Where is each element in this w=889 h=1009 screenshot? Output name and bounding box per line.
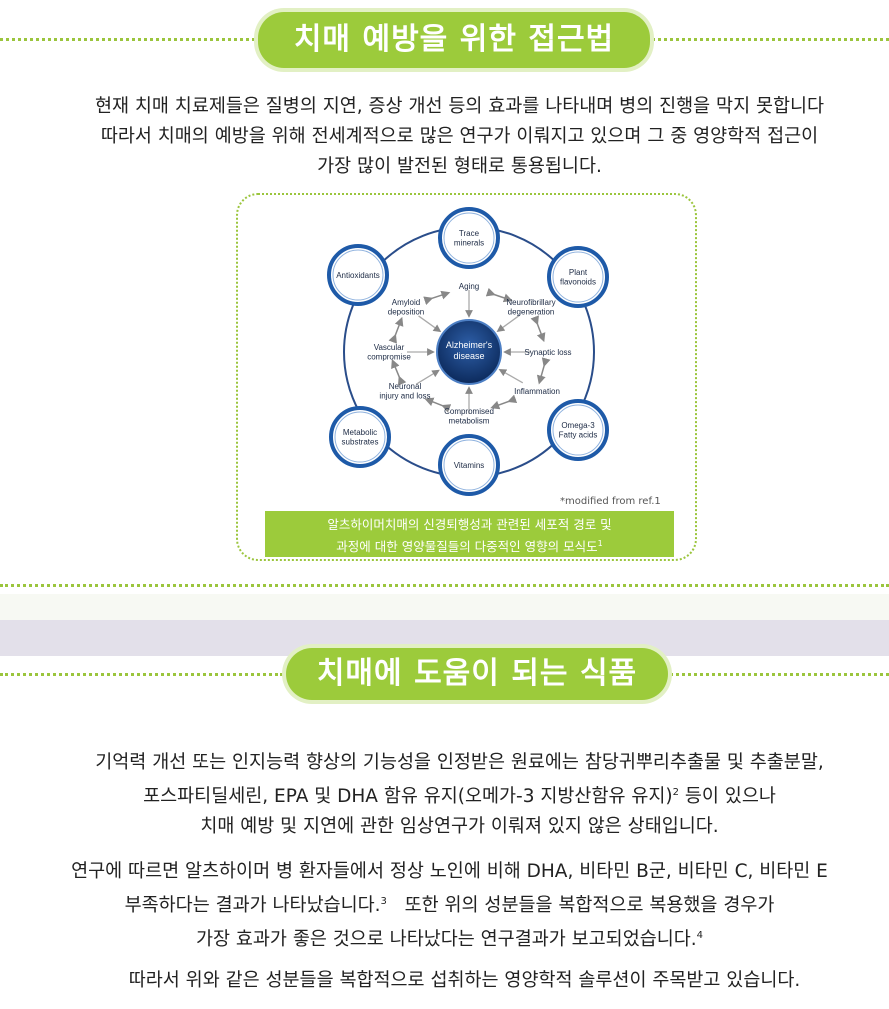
pathway-label: injury and loss xyxy=(379,392,430,401)
nutrient-node-label: minerals xyxy=(454,239,484,248)
text-line: 치매 예방 및 지연에 관한 임상연구가 이뤄져 있지 않은 상태입니다. xyxy=(200,816,719,838)
center-arrow xyxy=(498,368,524,384)
nutrient-node-label: Fatty acids xyxy=(559,431,598,440)
section2-paragraph-3: 따라서 위와 같은 성분들을 복합적으로 섭취하는 영양학적 솔루션이 주목받고… xyxy=(20,966,889,996)
text-line: 포스파티딜세린, EPA 및 DHA 함유 유지(오메가-3 지방산함유 유지)… xyxy=(143,786,776,808)
cycle-arrow xyxy=(423,290,451,306)
text-line: 기억력 개선 또는 인지능력 향상의 기능성을 인정받은 원료에는 참당귀뿌리추… xyxy=(95,752,824,773)
section1-paragraph: 현재 치매 치료제들은 질병의 지연, 증상 개선 등의 효과를 나타내며 병의… xyxy=(15,92,889,182)
figure-caption: 알츠하이머치매의 신경퇴행성과 관련된 세포적 경로 및 과정에 대한 영양물질… xyxy=(265,511,674,557)
pathway-label: degeneration xyxy=(508,308,555,317)
nutrient-node-label: Omega-3 xyxy=(561,421,595,430)
pathway-label: Neurofibrillary xyxy=(506,298,555,307)
center-label-line: disease xyxy=(453,351,484,361)
cycle-arrow xyxy=(490,394,518,410)
text-line: 따라서 위와 같은 성분들을 복합적으로 섭취하는 영양학적 솔루션이 주목받고… xyxy=(128,970,801,991)
nutrient-node-label: Trace xyxy=(459,229,480,238)
center-node: Alzheimer's disease xyxy=(436,319,502,385)
section-foods xyxy=(0,656,889,1009)
center-label-line: Alzheimer's xyxy=(446,340,493,350)
section1-title: 치매 예방을 위한 접근법 xyxy=(258,12,650,68)
cycle-arrow xyxy=(424,397,452,413)
pathway-label: metabolism xyxy=(449,417,490,426)
section2-paragraph-1: 기억력 개선 또는 인지능력 향상의 기능성을 인정받은 원료에는 참당귀뿌리추… xyxy=(15,748,889,842)
ref-mark: 3 xyxy=(380,896,387,907)
cycle-arrow xyxy=(485,287,513,303)
caption-ref: 1 xyxy=(597,539,603,548)
pathway-label: Aging xyxy=(459,282,479,291)
section2-paragraph-2: 연구에 따르면 알츠하이머 병 환자들에서 정상 노인에 비해 DHA, 비타민… xyxy=(5,857,889,955)
heading-dotline-right xyxy=(670,673,889,676)
cycle-arrow xyxy=(536,357,551,385)
source-note: *modified from ref.1 xyxy=(560,496,661,507)
center-arrow xyxy=(496,315,520,332)
section-divider-dotline xyxy=(0,584,889,587)
nutrient-node-label: Metabolic xyxy=(343,428,377,437)
pathway-label: Compromised xyxy=(444,407,494,416)
ref-mark: 4 xyxy=(696,930,704,942)
heading-dotline-left xyxy=(0,38,255,41)
caption-line: 알츠하이머치매의 신경퇴행성과 관련된 세포적 경로 및 xyxy=(327,517,612,532)
cycle-arrow xyxy=(388,316,404,344)
nutrient-node-label: Plant xyxy=(569,268,588,277)
cycle-arrow xyxy=(391,359,407,386)
pathway-label: Vascular xyxy=(374,343,405,352)
pathway-label: Inflammation xyxy=(514,387,560,396)
pathway-label: Amyloid xyxy=(392,298,420,307)
pathway-label: deposition xyxy=(388,308,424,317)
text-line: 따라서 치매의 예방을 위해 전세계적으로 많은 연구가 이뤄지고 있으며 그 … xyxy=(100,126,819,147)
ref-mark: 2 xyxy=(672,787,679,798)
text-line: 부족하다는 결과가 나타났습니다.3 또한 위의 성분들을 복합적으로 복용했을… xyxy=(124,895,775,917)
text-line: 현재 치매 치료제들은 질병의 지연, 증상 개선 등의 효과를 나타내며 병의… xyxy=(94,96,825,117)
caption-line: 과정에 대한 영양물질들의 다중적인 영향의 모식도1 xyxy=(336,539,603,555)
heading-dotline-left xyxy=(0,673,283,676)
text-line: 연구에 따르면 알츠하이머 병 환자들에서 정상 노인에 비해 DHA, 비타민… xyxy=(71,861,828,882)
cycle-arrow xyxy=(530,315,546,343)
text-line: 가장 많이 발전된 형태로 통용됩니다. xyxy=(317,156,602,177)
pathway-label: Synaptic loss xyxy=(524,348,571,357)
pathway-arrows xyxy=(388,287,551,414)
nutrient-node-label: flavonoids xyxy=(560,278,596,287)
nutrient-node-label: Antioxidants xyxy=(336,271,380,280)
nutrient-node-label: substrates xyxy=(342,438,379,447)
center-arrow xyxy=(415,369,440,385)
pathway-label: compromise xyxy=(367,353,411,362)
nutrient-node-label: Vitamins xyxy=(454,461,485,470)
heading-dotline-right xyxy=(652,38,889,41)
center-arrow xyxy=(418,315,442,333)
nutrient-node: Antioxidants xyxy=(327,244,389,306)
text-line: 가장 효과가 좋은 것으로 나타났다는 연구결과가 보고되었습니다.4 xyxy=(195,929,704,951)
nutrient-node: Vitamins xyxy=(438,434,500,496)
section-divider-area xyxy=(0,594,889,620)
pathway-label: Neuronal xyxy=(389,382,422,391)
section2-title: 치매에 도움이 되는 식품 xyxy=(286,648,668,700)
figure-frame xyxy=(236,193,697,561)
